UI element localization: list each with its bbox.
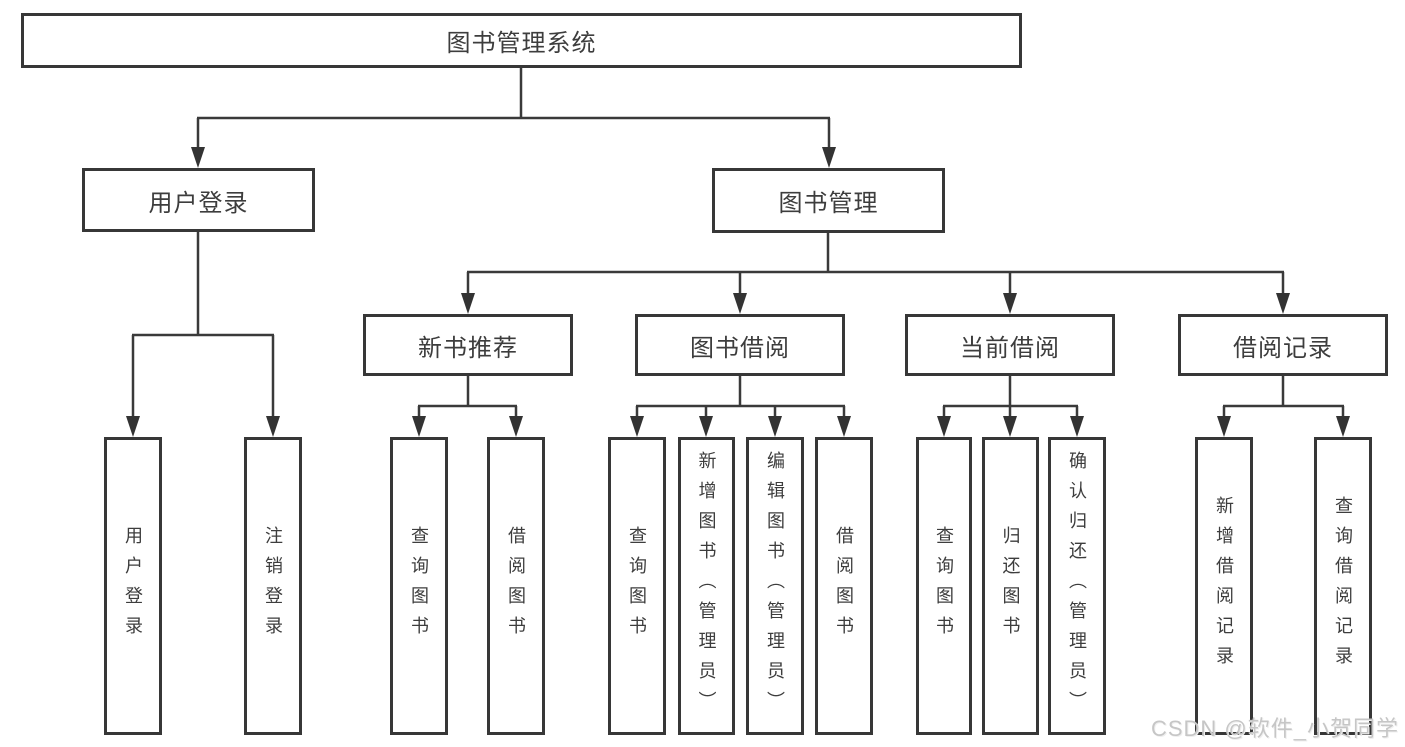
- leaf-query-books-current: 查询图书: [916, 437, 972, 735]
- node-book-management: 图书管理: [712, 168, 945, 233]
- leaf-query-books-recommend-label: 查询图书: [409, 526, 429, 646]
- arrowhead-user-login: [191, 147, 205, 168]
- arrowhead-logout-leaf: [266, 416, 280, 437]
- arrowhead-current-borrowing: [1003, 293, 1017, 314]
- node-new-book-recommendation-label: 新书推荐: [418, 334, 518, 362]
- leaf-borrow-books-recommend-label: 借阅图书: [506, 526, 526, 646]
- node-borrowing-records: 借阅记录: [1178, 314, 1388, 376]
- leaf-query-borrow-record-label: 查询借阅记录: [1333, 496, 1353, 676]
- connector-borrowing-records-branch: [1222, 376, 1345, 423]
- node-library-management-system: 图书管理系统: [21, 13, 1022, 68]
- connector-book-borrowing-branch: [635, 376, 846, 423]
- leaf-add-borrow-record-label: 新增借阅记录: [1214, 496, 1234, 676]
- leaf-return-books-label: 归还图书: [1000, 526, 1021, 646]
- leaf-return-books: 归还图书: [982, 437, 1039, 735]
- node-user-login: 用户登录: [82, 168, 315, 232]
- arrowhead-user-login-leaf: [126, 416, 140, 437]
- leaf-add-book-admin-label: 新增图书（管理员）: [696, 451, 717, 721]
- leaf-logout-login: 注销登录: [244, 437, 302, 735]
- arrowhead-borrowing-records: [1276, 293, 1290, 314]
- leaf-user-login: 用户登录: [104, 437, 162, 735]
- arrowhead-query-books-current: [937, 416, 951, 437]
- arrowhead-add-book-admin: [699, 416, 713, 437]
- leaf-add-borrow-record: 新增借阅记录: [1195, 437, 1253, 735]
- arrowhead-query-books-recommend: [412, 416, 426, 437]
- leaf-add-book-admin: 新增图书（管理员）: [678, 437, 735, 735]
- arrowhead-new-book-recommendation: [461, 293, 475, 314]
- leaf-edit-book-admin-label: 编辑图书（管理员）: [765, 451, 785, 721]
- connector-current-borrowing-branch: [942, 376, 1079, 423]
- leaf-edit-book-admin: 编辑图书（管理员）: [746, 437, 804, 735]
- node-borrowing-records-label: 借阅记录: [1233, 334, 1333, 362]
- arrowhead-return-books: [1003, 416, 1017, 437]
- node-book-management-label: 图书管理: [778, 190, 879, 217]
- arrowhead-borrow-books-recommend: [509, 416, 523, 437]
- connector-user-login-branch: [131, 232, 275, 421]
- arrowhead-confirm-return-admin: [1070, 416, 1084, 437]
- leaf-logout-login-label: 注销登录: [263, 526, 283, 646]
- leaf-user-login-label: 用户登录: [123, 526, 143, 646]
- arrowhead-book-borrowing: [733, 293, 747, 314]
- leaf-query-books-borrow: 查询图书: [608, 437, 666, 735]
- leaf-confirm-return-admin-label: 确认归还（管理员）: [1067, 451, 1087, 721]
- node-book-borrowing: 图书借阅: [635, 314, 845, 376]
- leaf-borrow-books: 借阅图书: [815, 437, 873, 735]
- csdn-watermark: CSDN @软件_小贺同学: [1150, 716, 1399, 741]
- leaf-query-books-borrow-label: 查询图书: [627, 526, 647, 646]
- node-library-management-system-label: 图书管理系统: [446, 30, 597, 57]
- connector-book-management-branch: [466, 233, 1285, 298]
- leaf-query-books-recommend: 查询图书: [390, 437, 448, 735]
- arrowhead-add-borrow-record: [1217, 416, 1231, 437]
- leaf-confirm-return-admin: 确认归还（管理员）: [1048, 437, 1106, 735]
- leaf-borrow-books-label: 借阅图书: [834, 526, 854, 646]
- leaf-query-books-current-label: 查询图书: [934, 526, 954, 646]
- connector-new-book-recommendation-branch: [417, 376, 518, 423]
- leaf-borrow-books-recommend: 借阅图书: [487, 437, 545, 735]
- arrowhead-book-management: [822, 147, 836, 168]
- arrowhead-query-books-borrow: [630, 416, 644, 437]
- arrowhead-borrow-books: [837, 416, 851, 437]
- connector-root-to-level2: [196, 68, 831, 150]
- node-current-borrowing-label: 当前借阅: [960, 334, 1060, 362]
- node-current-borrowing: 当前借阅: [905, 314, 1115, 376]
- node-book-borrowing-label: 图书借阅: [690, 334, 790, 362]
- leaf-query-borrow-record: 查询借阅记录: [1314, 437, 1372, 735]
- node-new-book-recommendation: 新书推荐: [363, 314, 573, 376]
- node-user-login-label: 用户登录: [148, 189, 249, 217]
- arrowhead-query-borrow-record: [1336, 416, 1350, 437]
- arrowhead-edit-book-admin: [768, 416, 782, 437]
